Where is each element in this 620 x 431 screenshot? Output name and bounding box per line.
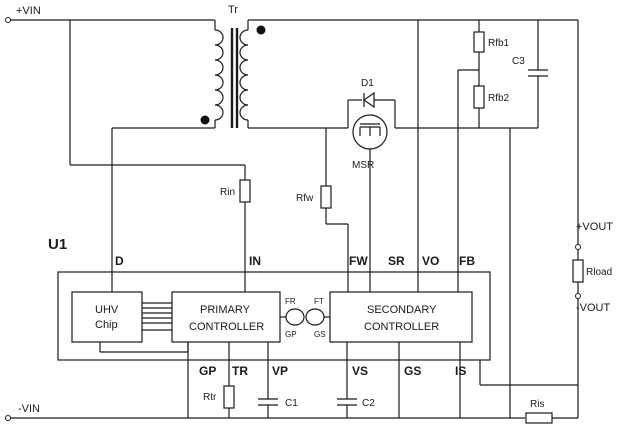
primary-line2: CONTROLLER bbox=[189, 321, 264, 333]
rfw-path bbox=[320, 128, 349, 272]
rtr-label: Rtr bbox=[203, 392, 217, 403]
rtr-resistor bbox=[223, 385, 235, 409]
vin-positive-rail bbox=[5, 17, 246, 272]
pin-vp-label: VP bbox=[272, 364, 288, 378]
pin-fb-label: FB bbox=[459, 254, 475, 268]
secondary-line2: CONTROLLER bbox=[364, 321, 439, 333]
pin-vo-label: VO bbox=[422, 254, 439, 268]
vout-pos-label: +VOUT bbox=[576, 221, 613, 233]
rload-resistor bbox=[572, 259, 584, 283]
ris-resistor bbox=[525, 412, 553, 424]
vin-neg-label: -VIN bbox=[18, 403, 40, 415]
coupler-gp: GP bbox=[285, 330, 297, 339]
primary-line1: PRIMARY bbox=[200, 304, 251, 316]
rfb2-resistor bbox=[473, 85, 485, 109]
rfw-resistor bbox=[320, 185, 332, 209]
vout-neg-label: -VOUT bbox=[576, 302, 611, 314]
isolation-coupler bbox=[280, 308, 330, 326]
uhv-chip-block bbox=[71, 291, 143, 343]
secondary-top-rail bbox=[247, 19, 579, 272]
vin-negative-rail bbox=[5, 415, 525, 421]
rfb2-label: Rfb2 bbox=[488, 93, 510, 104]
secondary-bottom-rail bbox=[247, 120, 538, 418]
uhv-line2: Chip bbox=[95, 319, 118, 331]
transformer bbox=[200, 25, 266, 128]
rin-resistor bbox=[239, 179, 251, 203]
coupler-gs: GS bbox=[314, 330, 326, 339]
rload-label: Rload bbox=[586, 267, 612, 278]
msr-mosfet bbox=[352, 114, 388, 272]
transformer-label: Tr bbox=[228, 4, 238, 16]
c2-label: C2 bbox=[362, 398, 375, 409]
rfb1-resistor bbox=[473, 31, 485, 53]
internal-bus bbox=[99, 302, 189, 353]
c3-label: C3 bbox=[512, 56, 525, 67]
pin-sr-label: SR bbox=[388, 254, 405, 268]
ris-label: Ris bbox=[530, 399, 544, 410]
pin-d-label: D bbox=[115, 254, 124, 268]
secondary-dot bbox=[256, 25, 266, 35]
d1-label: D1 bbox=[361, 78, 374, 89]
pin-fw-label: FW bbox=[349, 254, 368, 268]
rfb1-label: Rfb1 bbox=[488, 38, 510, 49]
d1-diode bbox=[347, 91, 396, 128]
uhv-line1: UHV bbox=[95, 304, 119, 316]
primary-dot bbox=[200, 115, 210, 125]
vin-pos-label: +VIN bbox=[16, 5, 41, 17]
pin-gs-label: GS bbox=[404, 364, 421, 378]
msr-label: MSR bbox=[352, 160, 374, 171]
c3-capacitor bbox=[528, 69, 548, 77]
u1-label: U1 bbox=[48, 236, 67, 253]
secondary-line1: SECONDARY bbox=[367, 304, 437, 316]
pin-is-label: IS bbox=[455, 364, 466, 378]
pin-vs-label: VS bbox=[352, 364, 368, 378]
coupler-fr: FR bbox=[285, 297, 296, 306]
pin-gp-label: GP bbox=[199, 364, 216, 378]
coupler-ft: FT bbox=[314, 297, 324, 306]
rfw-label: Rfw bbox=[296, 193, 314, 204]
c1-label: C1 bbox=[285, 398, 298, 409]
output-branch bbox=[479, 244, 584, 419]
rin-label: Rin bbox=[220, 187, 235, 198]
primary-controller-block bbox=[171, 291, 281, 343]
secondary-controller-block bbox=[329, 291, 473, 343]
pin-in-label: IN bbox=[249, 254, 261, 268]
pin-tr-label: TR bbox=[232, 364, 248, 378]
bottom-pin-wiring bbox=[187, 342, 461, 418]
